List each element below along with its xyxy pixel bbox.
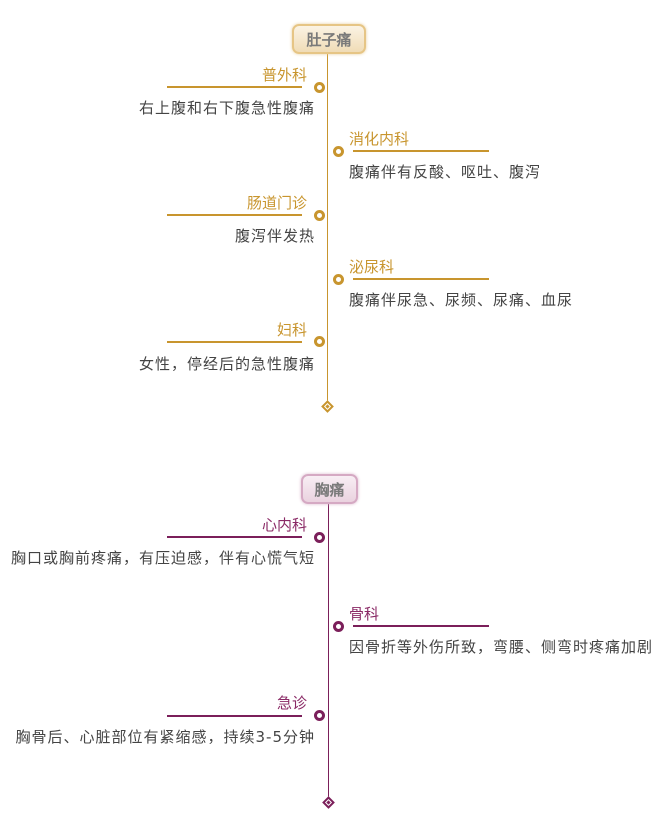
timeline-title: 胸痛 (301, 474, 358, 504)
connector-line (167, 86, 302, 88)
connector-line (167, 214, 302, 216)
timeline-node (314, 210, 325, 221)
timeline-node (314, 710, 325, 721)
connector-line (353, 150, 489, 152)
symptom-description: 胸口或胸前疼痛，有压迫感，伴有心慌气短 (10, 549, 315, 567)
symptom-description: 右上腹和右下腹急性腹痛 (138, 99, 315, 117)
timeline-node (314, 82, 325, 93)
department-label: 普外科 (261, 66, 307, 84)
symptom-description: 因骨折等外伤所致，弯腰、侧弯时疼痛加剧 (349, 638, 654, 656)
department-label: 泌尿科 (349, 258, 395, 276)
timeline-axis (328, 490, 329, 798)
department-label: 骨科 (349, 605, 380, 623)
department-label: 心内科 (261, 516, 307, 534)
timeline-axis (327, 40, 328, 402)
timeline-node (314, 336, 325, 347)
symptom-description: 胸骨后、心脏部位有紧缩感，持续3-5分钟 (15, 728, 315, 746)
department-label: 消化内科 (349, 130, 410, 148)
connector-line (353, 278, 489, 280)
timeline-title: 肚子痛 (292, 24, 366, 54)
symptom-description: 腹痛伴尿急、尿频、尿痛、血尿 (349, 291, 574, 309)
timeline-end-diamond (321, 400, 334, 413)
timeline-node (314, 532, 325, 543)
connector-line (167, 536, 302, 538)
department-label: 肠道门诊 (246, 194, 307, 212)
timeline-node (333, 274, 344, 285)
connector-line (167, 341, 302, 343)
connector-line (353, 625, 489, 627)
department-label: 急诊 (276, 694, 307, 712)
symptom-description: 腹痛伴有反酸、呕吐、腹泻 (349, 163, 542, 181)
department-label: 妇科 (276, 321, 307, 339)
connector-line (167, 715, 302, 717)
timeline-node (333, 621, 344, 632)
symptom-description: 腹泻伴发热 (234, 227, 315, 245)
timeline-node (333, 146, 344, 157)
timeline-end-diamond (322, 796, 335, 809)
symptom-description: 女性，停经后的急性腹痛 (138, 355, 315, 373)
